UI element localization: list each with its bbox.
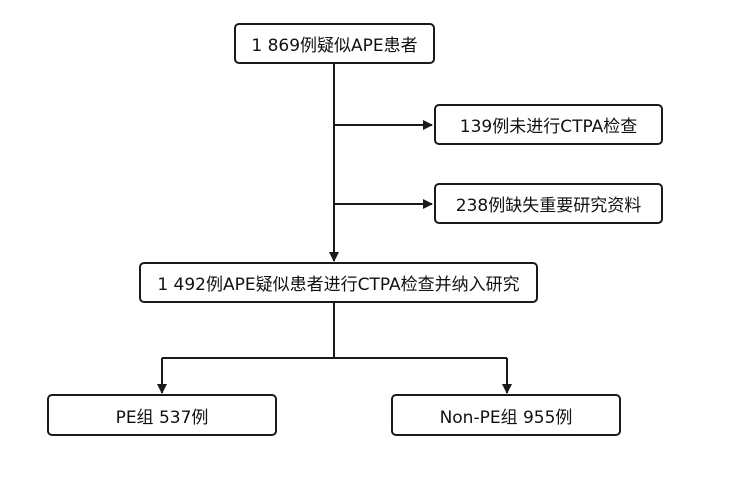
exclusion-no-ctpa-label: 139例未进行CTPA检查 [459,117,638,137]
pe-group-box: PE组 537例 [47,394,277,436]
exclusion-missing-data-box: 238例缺失重要研究资料 [434,183,663,224]
non-pe-group-box: Non-PE组 955例 [391,394,621,436]
suspected-patients-label: 1 869例疑似APE患者 [251,36,418,56]
pe-group-label: PE组 537例 [115,407,209,428]
exclusion-no-ctpa-box: 139例未进行CTPA检查 [434,104,663,145]
non-pe-group-label: Non-PE组 955例 [439,407,573,428]
included-patients-box: 1 492例APE疑似患者进行CTPA检查并纳入研究 [139,262,538,303]
suspected-patients-box: 1 869例疑似APE患者 [234,23,435,64]
included-patients-label: 1 492例APE疑似患者进行CTPA检查并纳入研究 [157,275,520,295]
exclusion-missing-data-label: 238例缺失重要研究资料 [455,196,642,216]
